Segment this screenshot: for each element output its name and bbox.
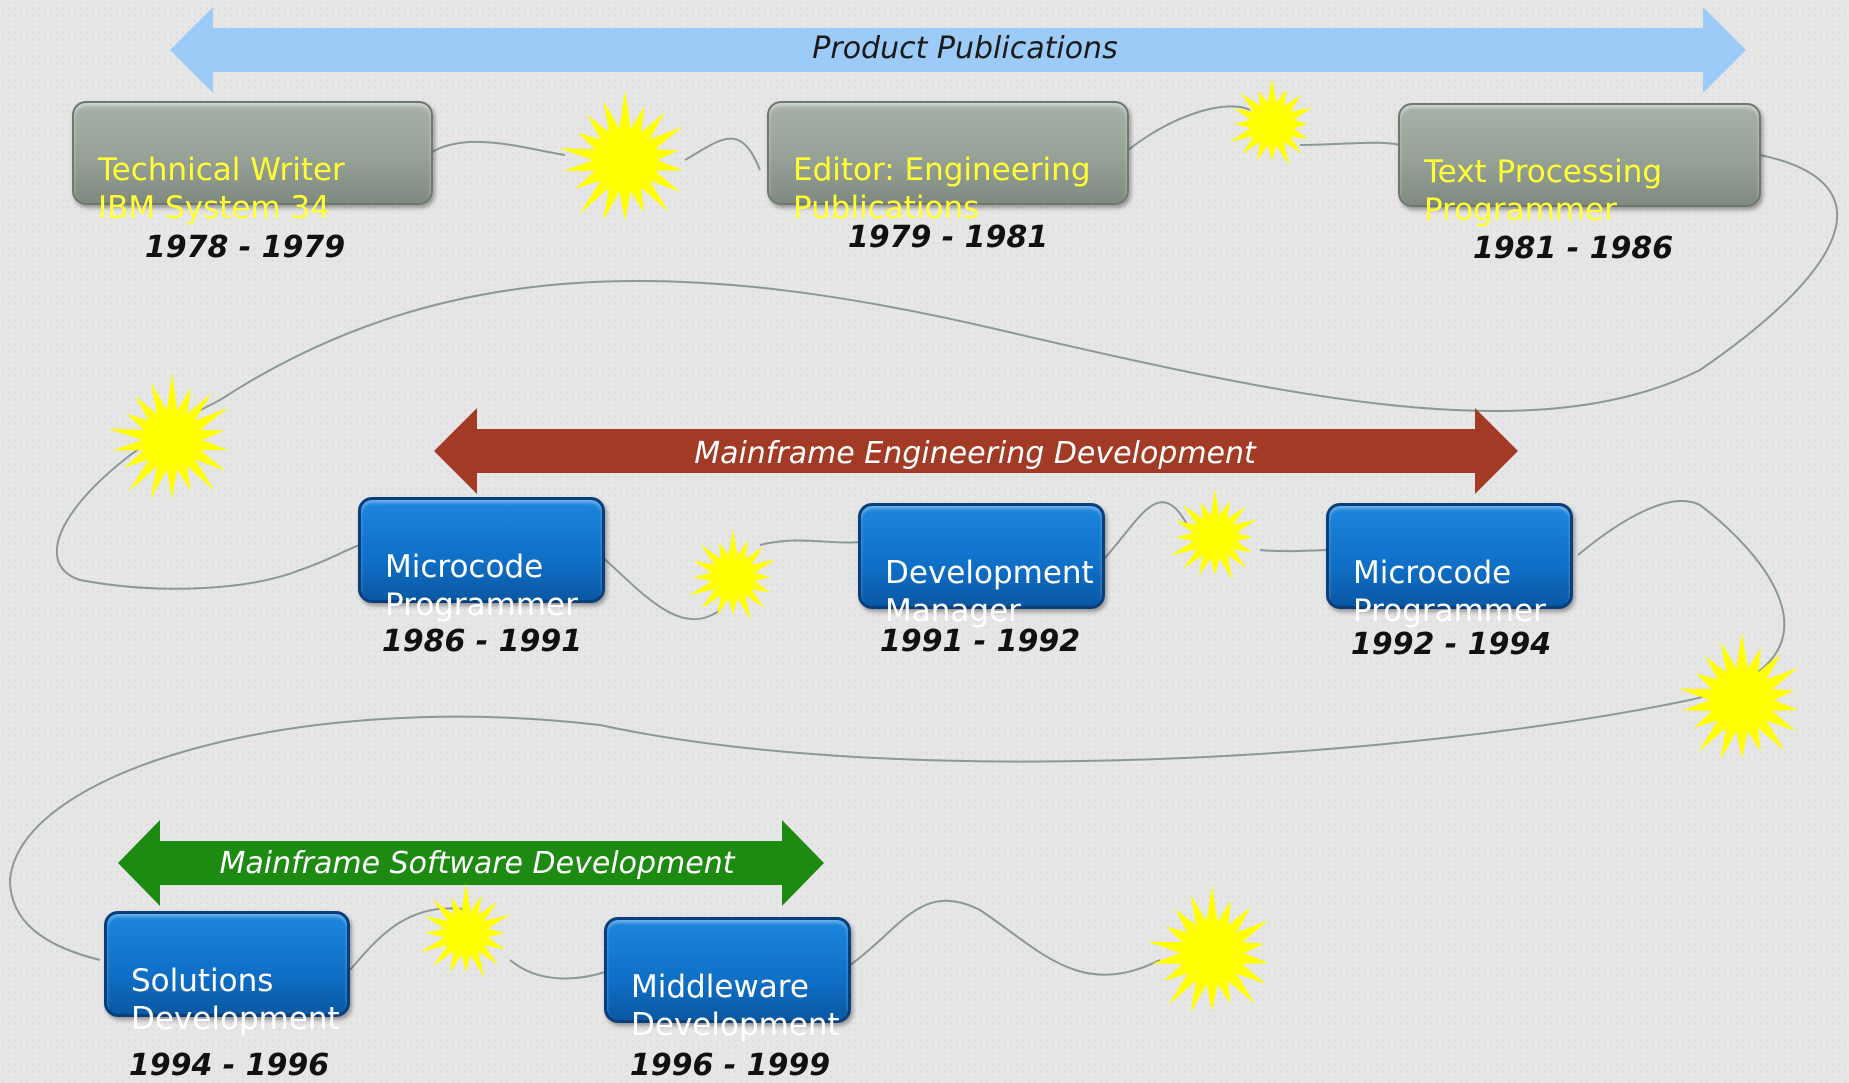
role-years: 1978 - 1979 [144, 230, 346, 265]
role-box-solutions-development: Solutions Development [104, 911, 350, 1037]
starburst-icon [1678, 632, 1799, 760]
role-title: Technical Writer IBM System 34 [98, 152, 345, 226]
role-title: Text Processing Programmer [1424, 154, 1663, 228]
mainframe-engineering-label: Mainframe Engineering Development [694, 436, 1257, 471]
starburst-icon [108, 372, 229, 500]
timeline-connector [8, 105, 1838, 980]
role-title: Microcode Programmer [1353, 555, 1546, 629]
role-years: 1981 - 1986 [1472, 231, 1674, 266]
role-title: Middleware Development [631, 969, 840, 1043]
role-box-microcode-programmer-1: Microcode Programmer [358, 497, 605, 623]
role-box-editor: Editor: Engineering Publications [767, 101, 1129, 226]
role-box-technical-writer: Technical Writer IBM System 34 [72, 101, 433, 226]
product-publications-arrow: Product Publications [170, 7, 1746, 93]
role-box-microcode-programmer-2: Microcode Programmer [1326, 503, 1573, 629]
role-box-development-manager: Development Manager [858, 503, 1105, 629]
starburst-icon [1229, 78, 1313, 166]
product-publications-label: Product Publications [812, 31, 1117, 66]
starburst-icon [688, 529, 776, 621]
role-years: 1996 - 1999 [629, 1048, 831, 1083]
mainframe-engineering-arrow: Mainframe Engineering Development [434, 408, 1518, 494]
role-box-middleware-development: Middleware Development [604, 917, 851, 1043]
mainframe-software-arrow: Mainframe Software Development [118, 820, 824, 906]
starburst-icon [1148, 885, 1269, 1013]
role-box-text-processing-programmer: Text Processing Programmer [1398, 103, 1761, 228]
mainframe-software-label: Mainframe Software Development [219, 846, 735, 881]
role-years: 1994 - 1996 [128, 1048, 330, 1083]
role-years: 1992 - 1994 [1350, 627, 1552, 662]
starburst-icon [559, 90, 684, 222]
role-years: 1986 - 1991 [381, 624, 583, 659]
role-title: Solutions Development [131, 963, 340, 1037]
starburst-icon [419, 883, 511, 979]
starburst-icon [1170, 489, 1258, 581]
role-title: Development Manager [885, 555, 1094, 629]
role-years: 1979 - 1981 [847, 220, 1049, 255]
role-title: Microcode Programmer [385, 549, 578, 623]
role-years: 1991 - 1992 [879, 624, 1081, 659]
role-title: Editor: Engineering Publications [793, 152, 1091, 226]
